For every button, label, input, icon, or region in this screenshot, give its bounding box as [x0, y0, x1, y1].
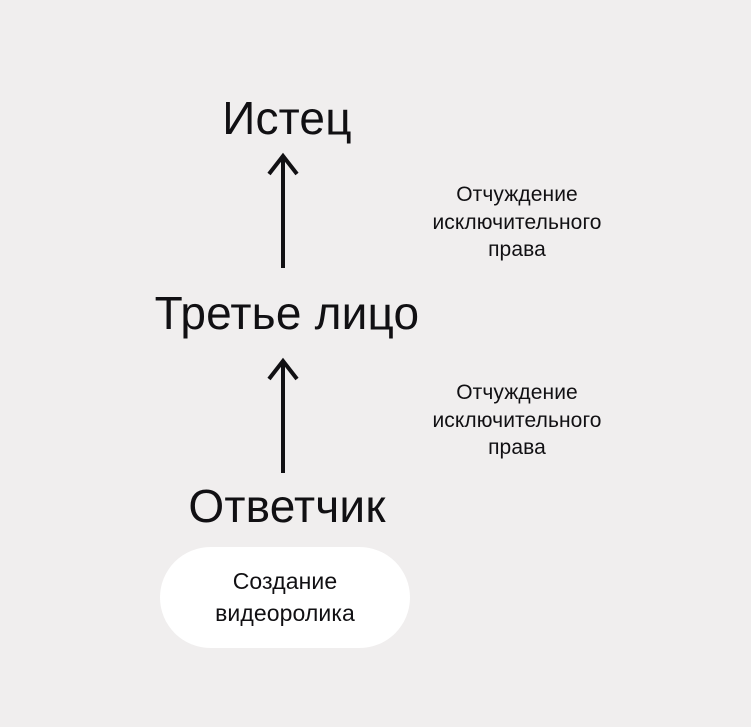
arrow-up-third-party-to-plaintiff	[263, 150, 303, 270]
annotation-line-2: исключительного	[432, 210, 602, 234]
arrow-up-icon	[267, 152, 299, 268]
annotation-line-1: Отчуждение	[456, 381, 578, 404]
pill-line-1: Создание	[232, 567, 338, 594]
node-plaintiff: Истец	[222, 92, 352, 144]
annotation-line-3: права	[488, 238, 546, 261]
node-third-party: Третье лицо	[154, 287, 420, 339]
node-defendant: Ответчик	[188, 480, 386, 532]
annotation-line-3: права	[488, 436, 546, 459]
annotation-line-2: исключительного	[432, 408, 602, 432]
pill-label: Создание видеоролика	[215, 566, 355, 629]
arrow-up-defendant-to-third-party	[263, 355, 303, 475]
annotation-line-1: Отчуждение	[456, 183, 578, 206]
arrow-up-icon	[267, 357, 299, 473]
pill-video-creation: Создание видеоролика	[160, 547, 410, 648]
pill-line-2: видеоролика	[215, 599, 355, 626]
annotation-alienation-lower: Отчуждение исключительного права	[397, 379, 637, 462]
annotation-alienation-upper: Отчуждение исключительного права	[397, 181, 637, 264]
